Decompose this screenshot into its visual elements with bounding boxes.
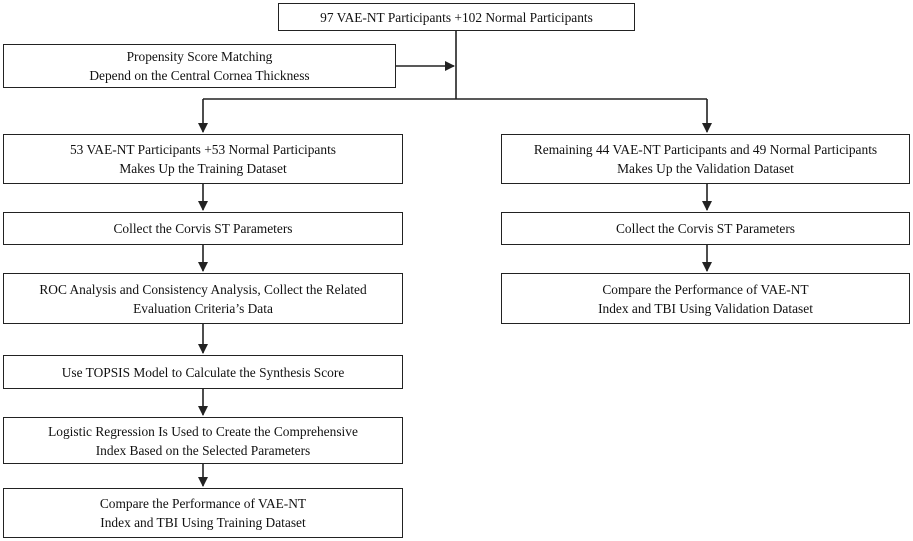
training-dataset-line-1: 53 VAE-NT Participants +53 Normal Partic… <box>69 142 337 157</box>
compare-validation-box: Compare the Performance of VAE-NT Index … <box>501 273 910 324</box>
logistic-regression-box: Logistic Regression Is Used to Create th… <box>3 417 403 464</box>
compare-training-line-2: Index and TBI Using Training Dataset <box>100 515 306 530</box>
psm-box-line-1: Propensity Score Matching <box>126 49 273 64</box>
collect-corvis-training-box: Collect the Corvis ST Parameters <box>3 212 403 245</box>
training-dataset-box: 53 VAE-NT Participants +53 Normal Partic… <box>3 134 403 184</box>
roc-analysis-line-2: Evaluation Criteria’s Data <box>133 300 273 316</box>
validation-dataset-line-1: Remaining 44 VAE-NT Participants and 49 … <box>533 142 878 157</box>
collect-corvis-validation-line: Collect the Corvis ST Parameters <box>615 221 795 236</box>
compare-validation-line-1: Compare the Performance of VAE-NT <box>602 281 809 297</box>
logistic-regression-line-2: Index Based on the Selected Parameters <box>95 442 311 458</box>
compare-training-line-1: Compare the Performance of VAE-NT <box>99 496 307 511</box>
top-box-line-1: 97 VAE-NT Participants +102 Normal Parti… <box>320 9 593 25</box>
training-dataset-line-2: Makes Up the Training Dataset <box>119 161 287 176</box>
topsis-box: Use TOPSIS Model to Calculate the Synthe… <box>3 355 403 389</box>
compare-validation-line-2: Index and TBI Using Validation Dataset <box>598 300 813 316</box>
validation-dataset-line-2: Makes Up the Validation Dataset <box>617 161 794 176</box>
collect-corvis-training-line: Collect the Corvis ST Parameters <box>113 221 293 236</box>
logistic-regression-line-1: Logistic Regression Is Used to Create th… <box>48 423 358 439</box>
compare-training-box: Compare the Performance of VAE-NT Index … <box>3 488 403 538</box>
roc-analysis-line-1: ROC Analysis and Consistency Analysis, C… <box>39 281 367 297</box>
roc-analysis-box: ROC Analysis and Consistency Analysis, C… <box>3 273 403 324</box>
psm-box: Propensity Score Matching Depend on the … <box>3 44 396 88</box>
validation-dataset-box: Remaining 44 VAE-NT Participants and 49 … <box>501 134 910 184</box>
topsis-line: Use TOPSIS Model to Calculate the Synthe… <box>61 364 345 380</box>
top-box: 97 VAE-NT Participants +102 Normal Parti… <box>278 3 635 31</box>
psm-box-line-2: Depend on the Central Cornea Thickness <box>89 68 310 83</box>
collect-corvis-validation-box: Collect the Corvis ST Parameters <box>501 212 910 245</box>
